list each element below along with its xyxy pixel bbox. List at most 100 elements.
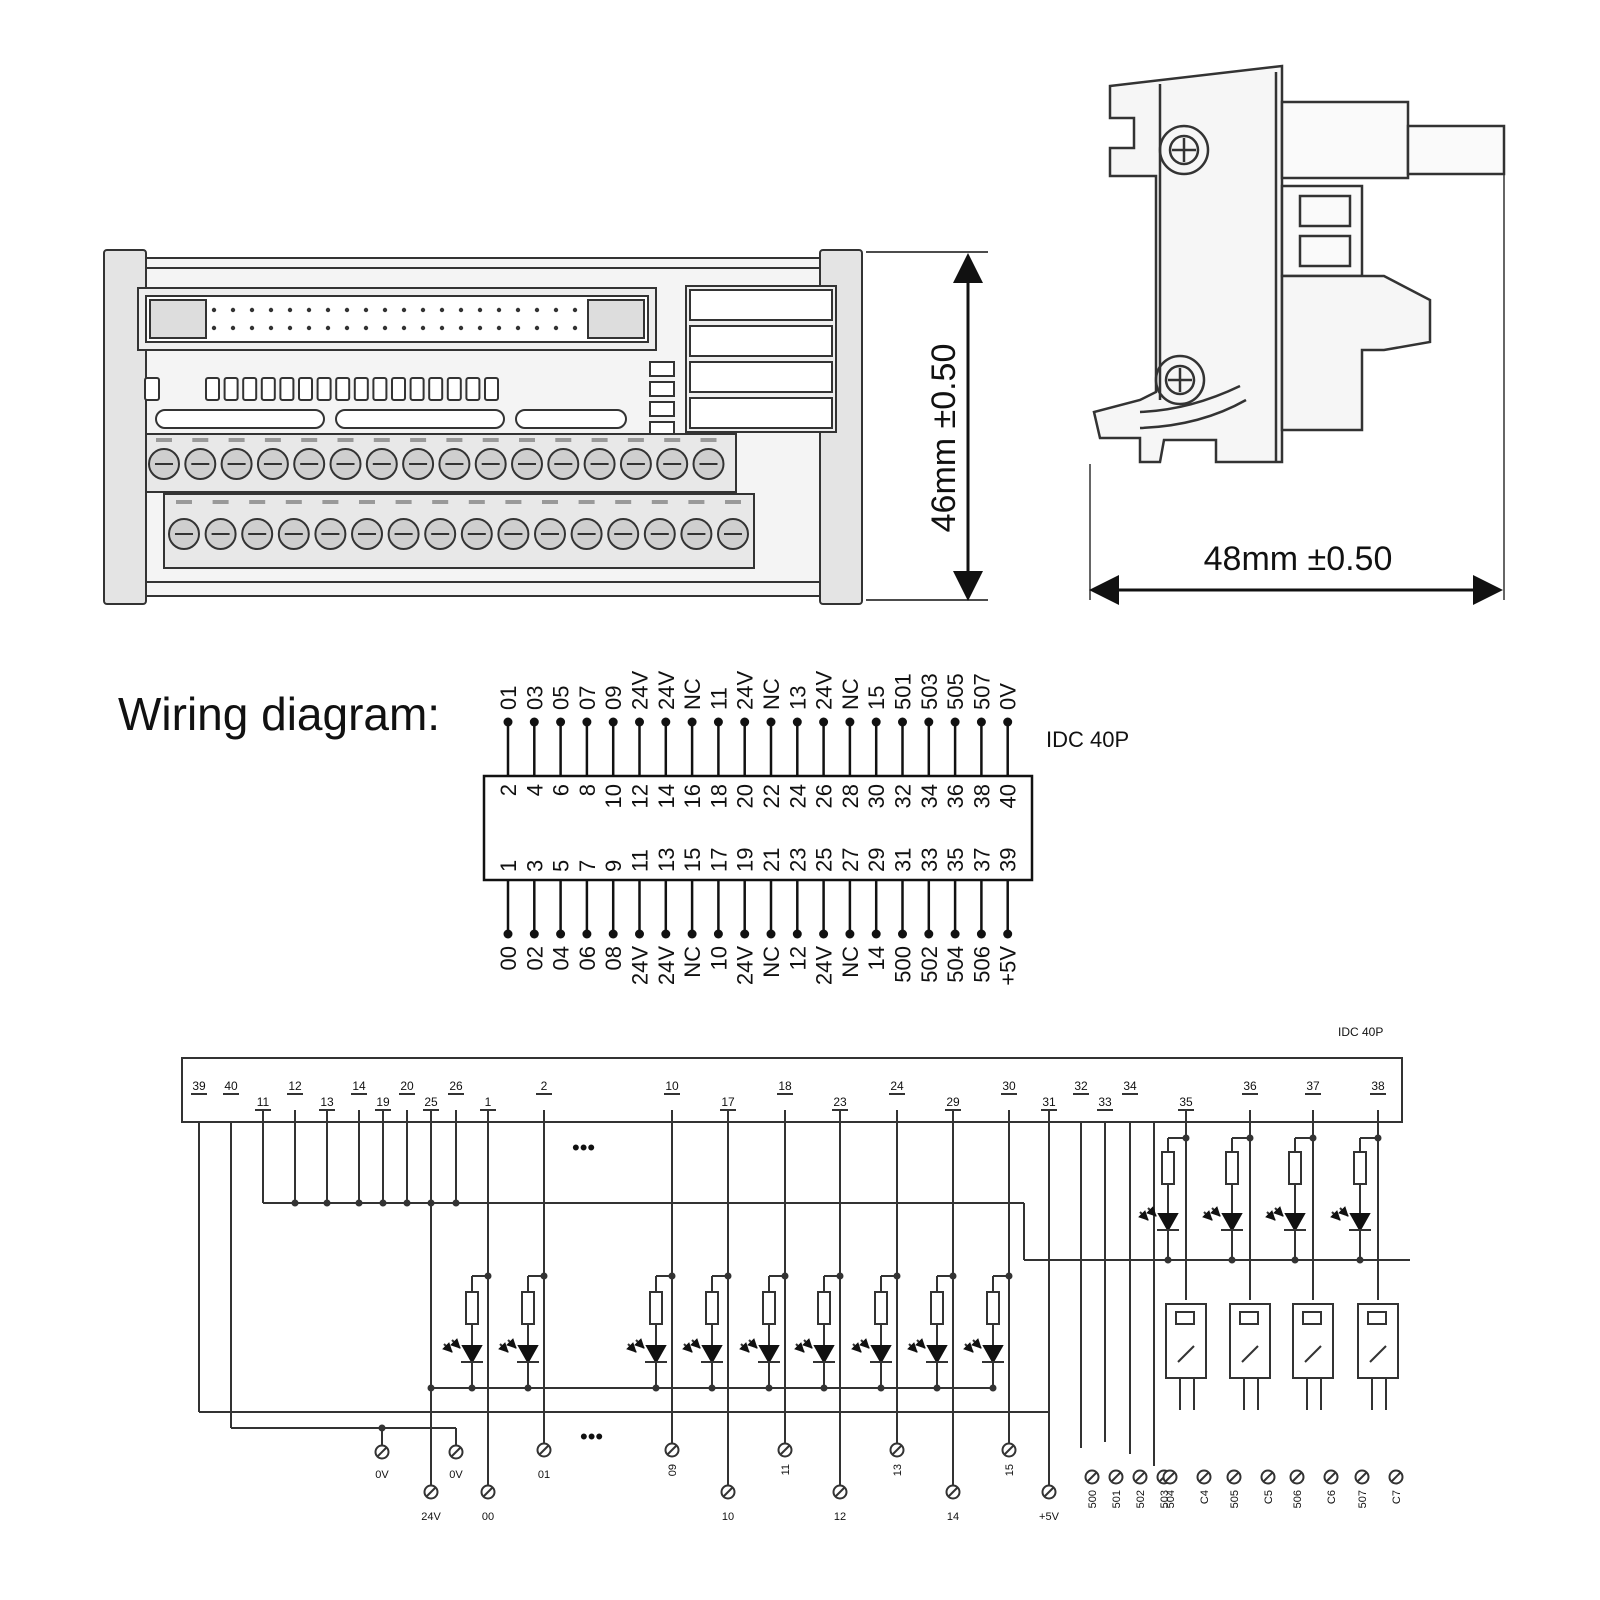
top-pin-number: 24 [785,784,810,808]
pin-node [556,717,566,727]
led-indicator [242,377,258,401]
terminal-label: 10 [722,1511,734,1523]
idc-pin-hole [249,307,255,313]
led-indicator [446,377,462,401]
terminal-tab [359,500,375,504]
terminal-slash [667,1445,677,1455]
resistor [705,1291,719,1325]
resistor [649,1291,663,1325]
terminal-slash [426,1487,436,1497]
idc-pin-hole [553,307,559,313]
led-arrow [690,1338,701,1349]
led-arrow [498,1342,509,1353]
pinout: 012100034302056504078706091090824V121124… [496,671,1021,986]
led-arrow [1273,1206,1284,1217]
terminal-tab [505,500,522,504]
front-view [103,249,863,605]
top-signal-label: 501 [891,673,916,710]
top-signal-label: 03 [522,686,547,710]
led-indicator [372,377,388,401]
pin-node [845,929,855,939]
idc-pin-hole [401,307,407,313]
terminal-tab [156,438,172,442]
bottom-signal-label: NC [759,946,784,978]
led-diode [461,1345,483,1365]
led-indicator [298,377,313,401]
terminal-label: 500 [1087,1490,1099,1508]
pin-label: 26 [449,1079,463,1093]
led-arrow [682,1342,693,1353]
top-signal-label: NC [680,678,705,710]
bottom-pin-number: 1 [496,860,521,872]
pin-node [766,717,776,727]
top-pin-number: 8 [575,784,600,796]
led-diode [1284,1213,1306,1233]
led-arrow [1138,1210,1149,1221]
idc-pin-hole [325,307,331,313]
relay-contact [1241,1345,1259,1363]
led-indicator [353,377,369,401]
resistor [817,1291,831,1325]
top-signal-label: 503 [917,673,942,710]
junction [468,1384,476,1392]
pin-label: 38 [1371,1079,1385,1093]
pin-node [582,717,592,727]
pin-node [792,929,802,939]
pin-label: 25 [424,1095,438,1109]
top-pin-number: 36 [943,784,968,808]
terminal-tab [301,438,318,442]
terminal-tab [578,500,595,504]
bottom-pin-number: 31 [891,848,916,872]
idc-pin-hole [401,325,407,331]
pin-node [976,717,986,727]
top-pin-number: 10 [601,784,626,808]
terminal-tab [627,438,644,442]
pin-label: 17 [721,1095,735,1109]
pin-node [871,717,881,727]
junction [403,1199,411,1207]
top-signal-label: 24V [654,671,679,710]
led-indicator [260,377,276,401]
ellipsis-top: ••• [572,1135,595,1160]
top-pin-number: 32 [891,784,916,808]
bottom-pin-number: 17 [706,848,731,872]
idc-pin-hole [230,325,236,331]
terminal-tab [615,500,632,504]
idc-pin-hole [268,307,274,313]
led-indicator [465,377,481,401]
bottom-signal-label: 24V [628,946,653,985]
pin-node [661,717,671,727]
terminal-tab [176,500,192,504]
junction [524,1384,532,1392]
pin-label: 1 [485,1095,492,1109]
bottom-signal-label: NC [680,946,705,978]
led-indicator [316,377,332,401]
terminal-label: 502 [1135,1490,1147,1508]
led-arrow [747,1338,758,1349]
bottom-pin-number: 13 [654,848,679,872]
bottom-pin-number: 29 [864,848,889,872]
top-signal-label: 24V [812,671,837,710]
idc-connector-label: IDC 40P [1046,727,1129,752]
bottom-pin-number: 7 [575,860,600,872]
pin-node [713,717,723,727]
idc-pin-hole [382,325,388,331]
idc-pin-hole [572,325,578,331]
terminal-tab [264,438,281,442]
led-arrow [794,1342,805,1353]
top-signal-label: 07 [575,686,600,710]
junction [652,1384,660,1392]
terminal-slash [1199,1472,1209,1482]
resistor [930,1291,944,1325]
bottom-pin-number: 25 [812,848,837,872]
top-pin-number: 16 [680,784,705,808]
terminal-label: 11 [780,1464,792,1475]
pin-node [871,929,881,939]
ellipsis-bottom: ••• [580,1424,603,1449]
idc-pin-hole [496,307,502,313]
top-signal-label: 505 [943,673,968,710]
idc-pin-hole [363,307,369,313]
terminal-label: 0V [375,1469,389,1481]
top-signal-label: 05 [549,686,574,710]
led-diode [1349,1213,1371,1233]
